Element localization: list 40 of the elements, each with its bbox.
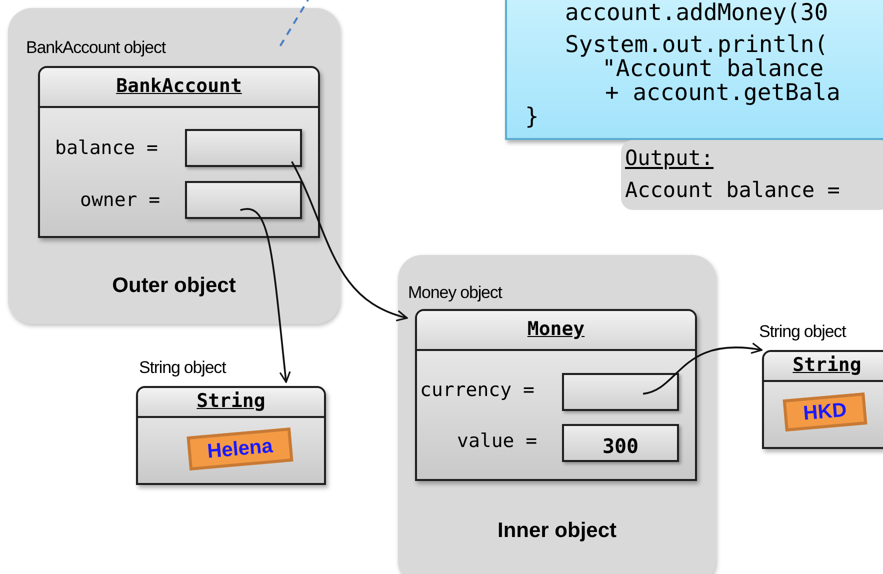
field-name: value = bbox=[457, 430, 538, 452]
code-line: } bbox=[525, 104, 539, 130]
class-name: Money bbox=[526, 318, 586, 340]
output-heading: Output: bbox=[625, 146, 714, 170]
class-name: String bbox=[196, 390, 266, 412]
class-name: BankAccount bbox=[115, 75, 243, 97]
value-tag: HKD bbox=[782, 392, 868, 432]
class-box bbox=[415, 309, 697, 481]
field-box bbox=[562, 373, 679, 411]
reference-arrow bbox=[642, 343, 762, 395]
field-name: currency = bbox=[420, 379, 534, 401]
field-name: owner = bbox=[80, 189, 160, 211]
code-box bbox=[505, 0, 883, 140]
output-box bbox=[621, 140, 883, 210]
field-box bbox=[562, 424, 679, 462]
value-tag: Helena bbox=[186, 428, 294, 470]
code-line: "Account balance bbox=[602, 56, 824, 82]
field-name: balance = bbox=[55, 137, 158, 159]
class-name: String bbox=[792, 354, 862, 376]
reference-arrow bbox=[291, 161, 408, 321]
object-caption: Money object bbox=[408, 283, 502, 303]
code-line: System.out.println( bbox=[565, 32, 828, 58]
output-text: Account balance = bbox=[625, 178, 840, 202]
dashed-line bbox=[279, 0, 309, 46]
code-line: account.addMoney(30 bbox=[565, 0, 828, 26]
object-panel bbox=[398, 255, 716, 574]
reference-arrow bbox=[240, 208, 291, 383]
code-line: + account.getBala bbox=[605, 80, 840, 106]
field-box bbox=[185, 129, 302, 167]
object-role-label: Inner object bbox=[496, 519, 618, 543]
field-box bbox=[185, 181, 302, 219]
object-panel bbox=[8, 8, 340, 324]
object-role-label: Outer object bbox=[111, 274, 237, 298]
object-caption: String object bbox=[139, 358, 226, 378]
object-caption: BankAccount object bbox=[26, 38, 166, 58]
class-box bbox=[762, 350, 883, 449]
class-box bbox=[38, 66, 320, 238]
object-caption: String object bbox=[759, 322, 846, 342]
field-value: 300 bbox=[601, 434, 640, 458]
class-box bbox=[136, 386, 326, 485]
